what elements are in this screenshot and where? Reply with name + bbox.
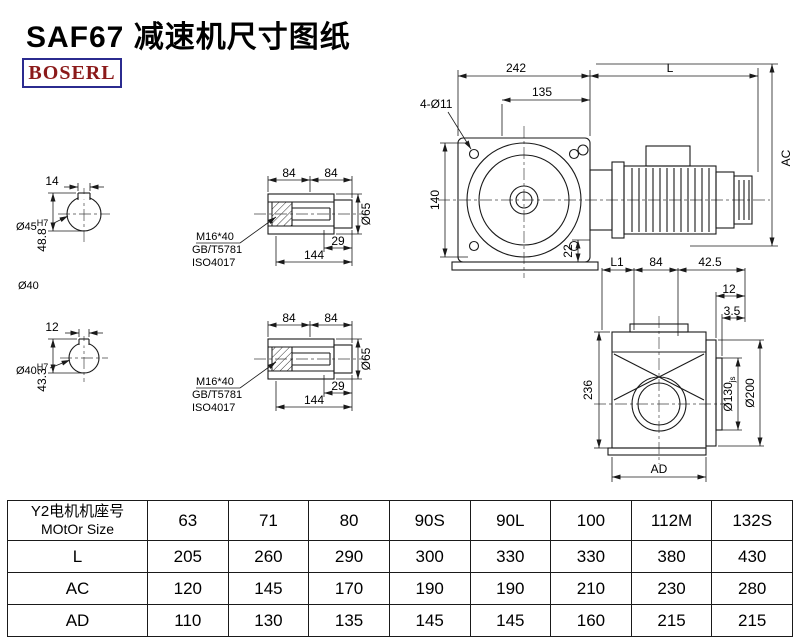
standard-label-2: ISO4017: [192, 257, 235, 269]
holes-label: 4-Ø11: [420, 97, 453, 111]
table-cell: 112M: [630, 500, 713, 541]
side-view: L1 84 42.5 12 3.5 236 Ø130js Ø20: [581, 255, 764, 482]
dim-L: L: [667, 61, 674, 75]
motor-size-label-en: MOtOr Size: [40, 521, 115, 538]
table-cell: 330: [550, 540, 632, 573]
table-cell: 190: [469, 572, 552, 605]
dim-42-5: 42.5: [698, 255, 722, 269]
dim-12: 12: [722, 282, 736, 296]
table-cell: 170: [308, 572, 390, 605]
shaft-detail-bottom: 84 84 29 144 Ø65 M16*40 GB/T5781 ISO4017: [192, 311, 373, 414]
table-cell: 130: [227, 604, 310, 637]
standard-label-2: ISO4017: [192, 402, 235, 414]
table-row-L: L 205 260 290 300 330 330 380 430: [7, 540, 793, 573]
table-cell: 290: [308, 540, 390, 573]
table-cell: 215: [630, 604, 713, 637]
dim-dia-65: Ø65: [359, 202, 373, 225]
dim-L1: L1: [610, 255, 624, 269]
table-row-AD: AD 110 130 135 145 145 160 215 215: [7, 604, 793, 637]
table-cell: 100: [550, 500, 632, 541]
dim-135: 135: [532, 85, 552, 99]
dim-29: 29: [331, 379, 345, 393]
table-cell: 430: [711, 540, 793, 573]
boserl-logo: BOSERL: [22, 58, 122, 88]
table-cell: 132S: [711, 500, 793, 541]
table-cell: 110: [147, 604, 229, 637]
dim-84a: 84: [282, 311, 296, 325]
bolt-head-section: [271, 346, 293, 372]
row-label: AD: [7, 604, 148, 637]
bore-diameter-label: Ø45H7: [16, 218, 48, 233]
dim-43-3: 43.3: [35, 368, 49, 392]
shaft-section-bottom: 12 Ø40H7 43.3: [16, 320, 108, 392]
shaft-diameter-label: Ø40: [18, 280, 39, 292]
table-cell: 205: [147, 540, 229, 573]
table-cell: 63: [147, 500, 229, 541]
table-cell: 135: [308, 604, 390, 637]
dim-48-8: 48.8: [35, 228, 49, 252]
dim-84b: 84: [324, 311, 338, 325]
row-label: L: [7, 540, 148, 573]
dim-14: 14: [45, 174, 59, 188]
dim-84a: 84: [282, 166, 296, 180]
dim-3-5: 3.5: [724, 304, 741, 318]
motor-body: [589, 145, 753, 239]
table-row-AC: AC 120 145 170 190 190 210 230 280: [7, 572, 793, 605]
dim-dia-200: Ø200: [743, 378, 757, 408]
table-cell: 145: [469, 604, 552, 637]
dim-140: 140: [428, 190, 442, 210]
table-cell: 71: [227, 500, 310, 541]
standard-label-1: GB/T5781: [192, 389, 242, 401]
dim-dia-130: Ø130js: [721, 376, 737, 411]
table-cell: 260: [227, 540, 310, 573]
dim-236: 236: [581, 380, 595, 400]
table-cell: 80: [308, 500, 390, 541]
table-cell: 145: [227, 572, 310, 605]
dim-84: 84: [649, 255, 663, 269]
table-cell: 230: [630, 572, 713, 605]
motor-size-header: Y2电机机座号 MOtOr Size: [7, 500, 148, 541]
row-label: AC: [7, 572, 148, 605]
table-cell: 210: [550, 572, 632, 605]
table-cell: 145: [388, 604, 471, 637]
table-cell: 300: [388, 540, 471, 573]
dim-22: 22: [561, 244, 575, 258]
table-cell: 120: [147, 572, 229, 605]
table-cell: 160: [550, 604, 632, 637]
motor-size-label-cn: Y2电机机座号: [30, 503, 125, 521]
drawing-svg: 242 L 135 4-Ø11 140 22 AC: [16, 61, 793, 482]
bolt-spec-label: M16*40: [196, 376, 234, 388]
dim-84b: 84: [324, 166, 338, 180]
table-cell: 380: [630, 540, 713, 573]
dim-AC: AC: [779, 149, 793, 166]
dim-242: 242: [506, 61, 526, 75]
dim-AD: AD: [651, 462, 668, 476]
page-title: SAF67 减速机尺寸图纸: [26, 21, 351, 54]
table-cell: 90S: [388, 500, 471, 541]
shaft-section-top: 14 Ø45H7 48.8 Ø40: [16, 174, 110, 292]
table-header-row: Y2电机机座号 MOtOr Size 63 71 80 90S 90L 100 …: [7, 500, 793, 541]
table-cell: 90L: [469, 500, 552, 541]
dim-144: 144: [304, 248, 324, 262]
dim-dia-65: Ø65: [359, 347, 373, 370]
table-cell: 330: [469, 540, 552, 573]
dimension-table: Y2电机机座号 MOtOr Size 63 71 80 90S 90L 100 …: [7, 500, 793, 637]
standard-label-1: GB/T5781: [192, 244, 242, 256]
bore-diameter-label: Ø40H7: [16, 362, 48, 377]
shaft-detail-top: 84 84 29 144 Ø65 M16*40 GB/T5781 ISO4017: [192, 166, 373, 269]
table-cell: 215: [711, 604, 793, 637]
table-cell: 190: [388, 572, 471, 605]
dim-144: 144: [304, 393, 324, 407]
bolt-spec-label: M16*40: [196, 231, 234, 243]
front-view: 242 L 135 4-Ø11 140 22 AC: [420, 61, 793, 278]
table-cell: 280: [711, 572, 793, 605]
dim-29: 29: [331, 234, 345, 248]
bolt-head-section: [271, 201, 293, 227]
dim-12: 12: [45, 320, 59, 334]
